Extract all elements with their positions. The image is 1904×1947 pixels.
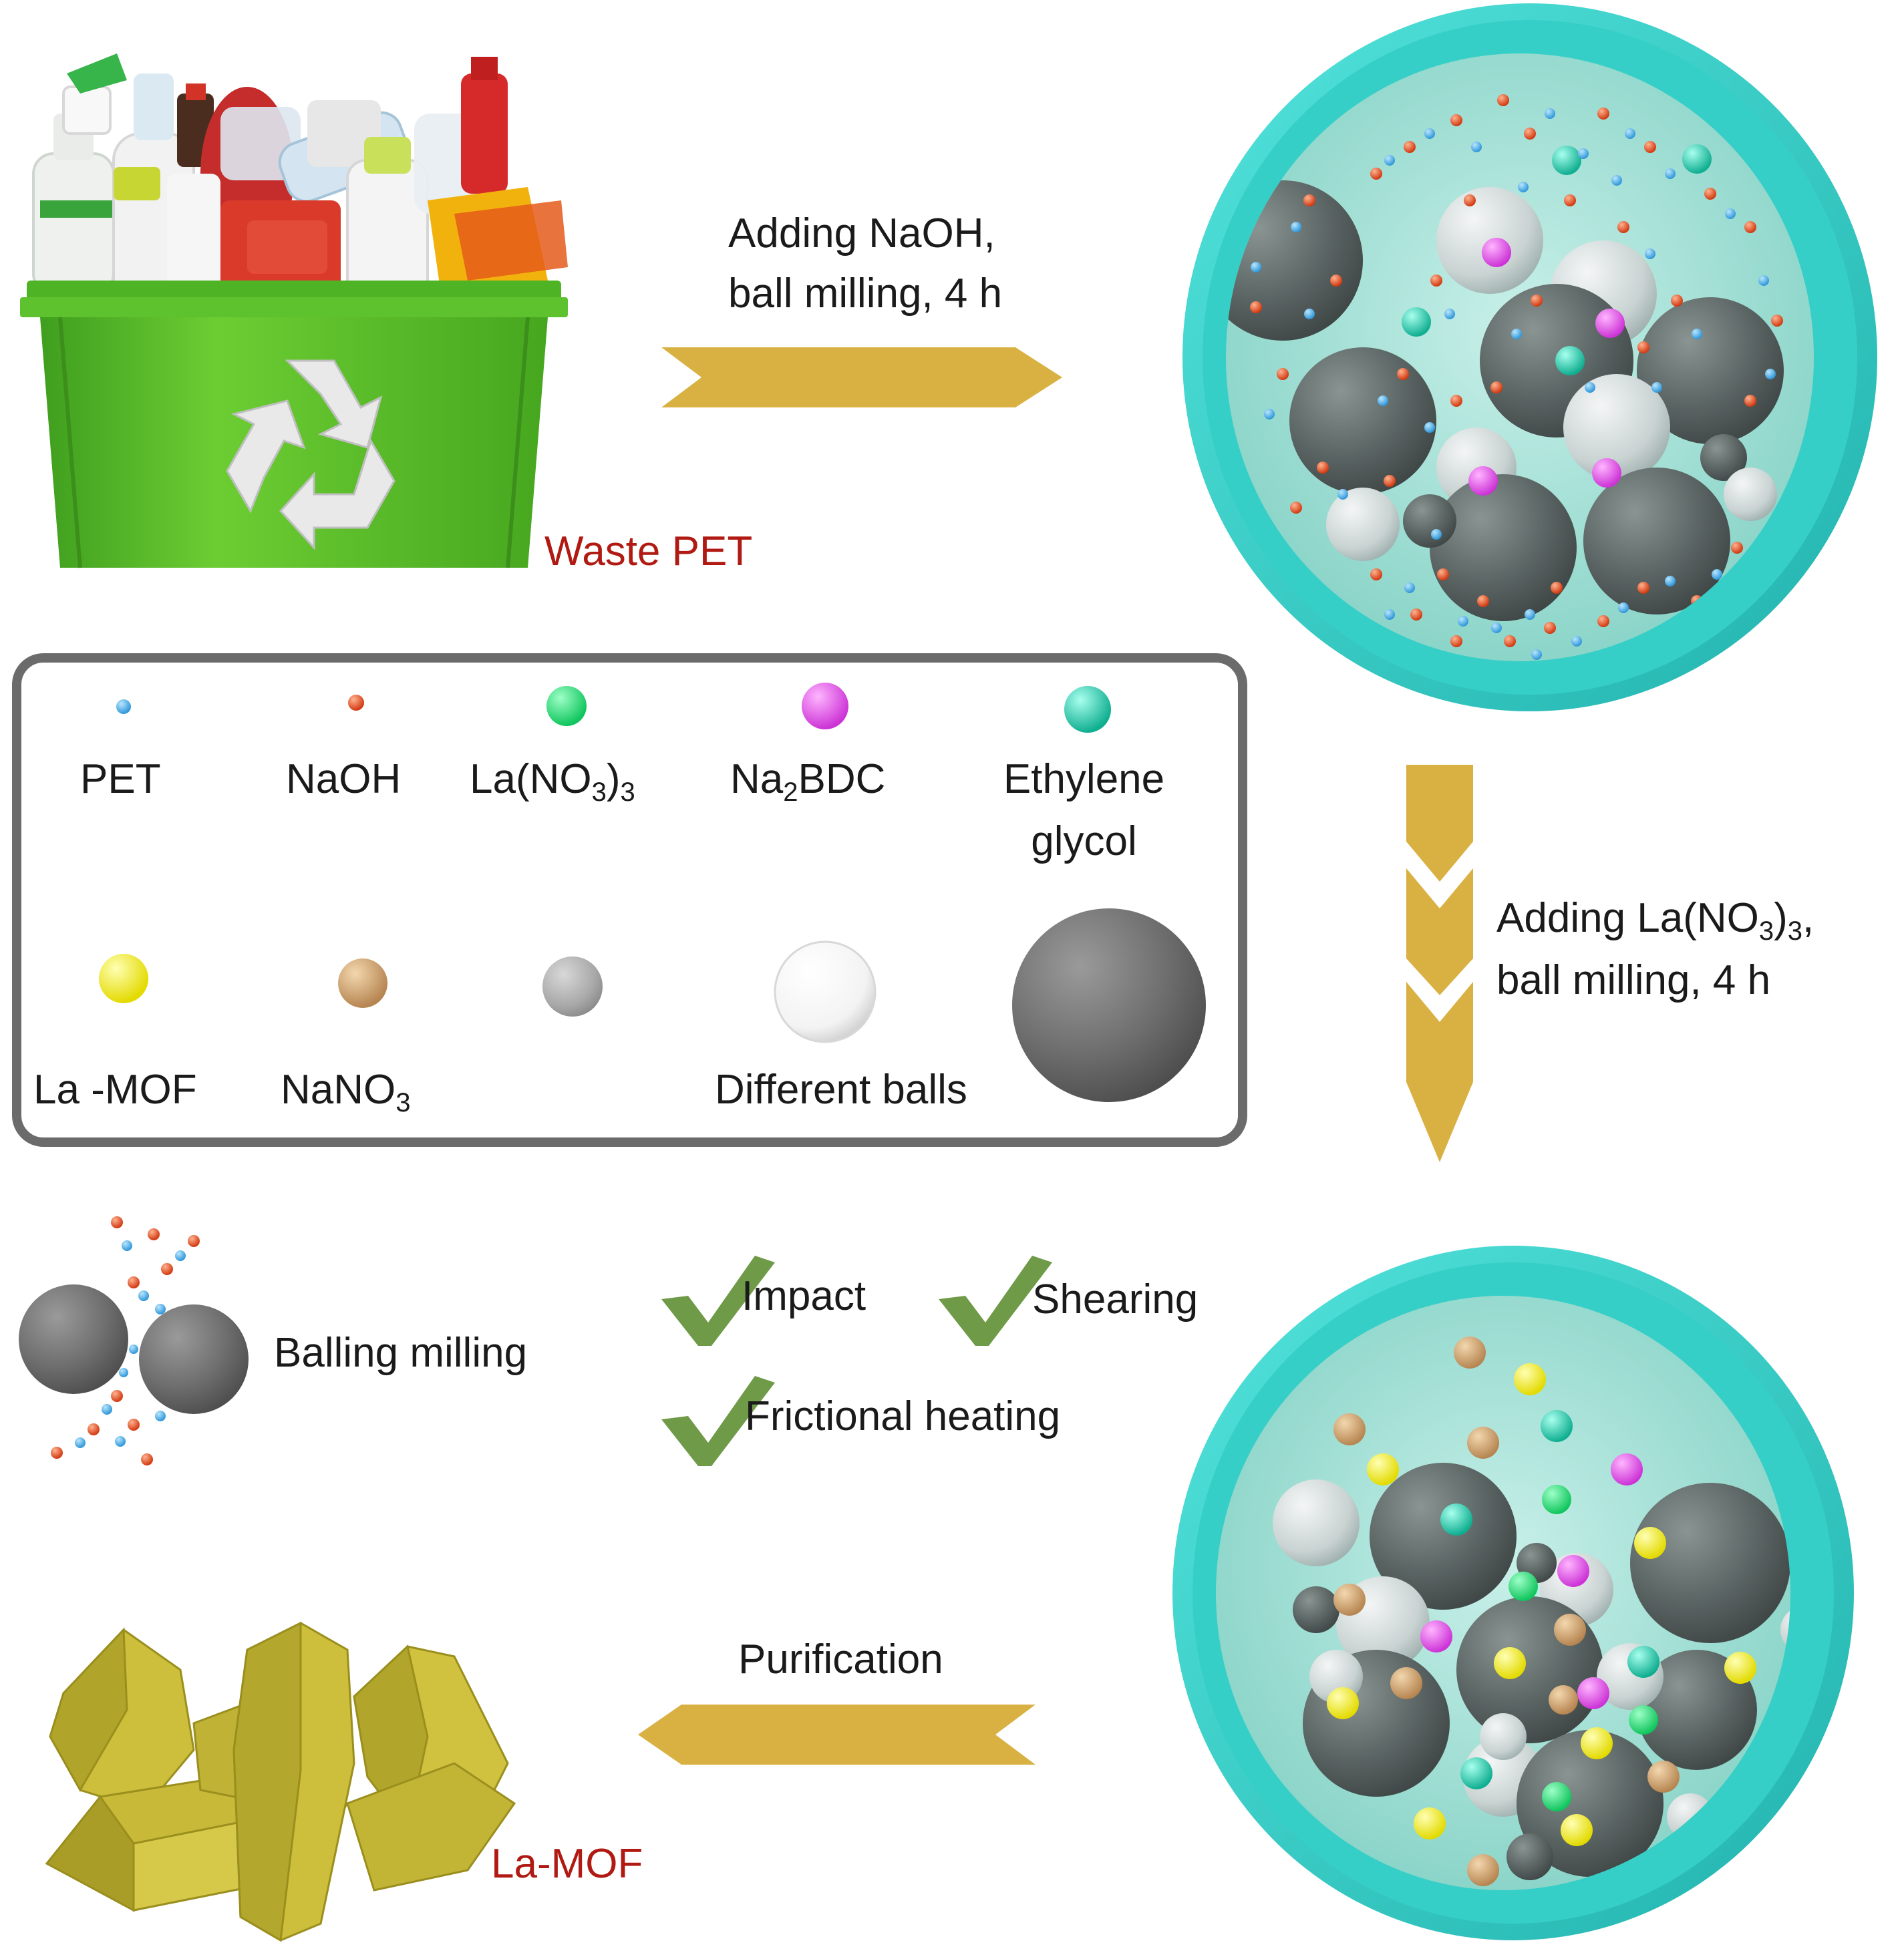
- legend-ethylene-glycol-label: Ethylene glycol: [995, 748, 1172, 872]
- step2-line1-post: ): [1774, 895, 1788, 941]
- legend-la-nitrate-post: ): [606, 756, 621, 802]
- legend-large-ball: [1012, 908, 1206, 1102]
- legend-la-nitrate-sub2: 3: [620, 777, 635, 807]
- step2-line1-sub: 3: [1758, 916, 1774, 946]
- legend-small-ball: [542, 956, 603, 1017]
- legend-nano3-swatch: [338, 958, 387, 1008]
- legend-naoh-label: NaOH: [286, 756, 402, 802]
- legend-nano3-sub: 3: [395, 1088, 411, 1117]
- step1-line2: ball milling, 4 h: [728, 270, 1003, 317]
- legend-ethylene-glycol-line2: glycol: [1031, 818, 1137, 864]
- legend-pet-swatch: [116, 699, 131, 714]
- legend-na2bdc-label: Na2BDC: [730, 748, 885, 812]
- waste-pet-label: Waste PET: [544, 528, 753, 574]
- legend-medium-ball: [774, 940, 877, 1043]
- recycling-bin-illustration: [20, 53, 568, 568]
- legend-la-nitrate-pre: La(NO: [470, 756, 592, 802]
- balling-milling-label: Balling milling: [274, 1330, 528, 1376]
- impact-label: Impact: [742, 1273, 866, 1319]
- step2-arrow: [1406, 765, 1473, 1162]
- milling-jar-1: [1182, 3, 1877, 711]
- legend-pet-label: PET: [80, 756, 161, 802]
- recycle-icon: [226, 359, 395, 550]
- legend-nano3-pre: NaNO: [281, 1067, 396, 1113]
- step1-label: Adding NaOH, ball milling, 4 h: [728, 204, 1002, 324]
- step1-arrow: [661, 347, 1062, 407]
- legend-la-nitrate-label: La(NO3)3: [470, 748, 635, 812]
- shearing-label: Shearing: [1032, 1276, 1199, 1322]
- la-mof-crystals: [45, 1621, 516, 1942]
- check-icon-frictional-heating: [661, 1376, 775, 1466]
- step2-line1-sub2: 3: [1787, 916, 1803, 946]
- plastic-bottles: [32, 53, 568, 309]
- frictional-heating-label: Frictional heating: [745, 1393, 1061, 1439]
- legend-box: [12, 653, 1247, 1147]
- legend-ethylene-glycol-swatch: [1064, 686, 1111, 733]
- step2-line1-pre: Adding La(NO: [1496, 895, 1759, 941]
- check-icon-impact: [661, 1256, 775, 1346]
- legend-la-mof-label: La -MOF: [33, 1067, 197, 1113]
- milling-jar-2: [1172, 1246, 1854, 1940]
- legend-na2bdc-pre: Na: [730, 756, 784, 802]
- legend-na2bdc-sub: 2: [783, 777, 798, 807]
- pet-naoh-particles: [1250, 94, 1783, 660]
- legend-ethylene-glycol-line1: Ethylene: [1003, 756, 1165, 802]
- legend-different-balls-label: Different balls: [715, 1067, 967, 1113]
- step3-arrow: [638, 1705, 1036, 1765]
- la-mof-product-label: La-MOF: [491, 1841, 643, 1887]
- legend-na2bdc-swatch: [802, 683, 848, 729]
- step2-label: Adding La(NO3)3, ball milling, 4 h: [1496, 888, 1814, 1011]
- legend-nano3-label: NaNO3: [281, 1059, 411, 1123]
- legend-naoh-swatch: [348, 695, 364, 711]
- step1-line1: Adding NaOH,: [728, 210, 995, 256]
- step2-line1: Adding La(NO3)3,: [1496, 888, 1814, 950]
- legend-na2bdc-post: BDC: [798, 756, 886, 802]
- legend-la-nitrate-sub: 3: [591, 777, 607, 807]
- step2-line1-end: ,: [1802, 895, 1814, 941]
- check-icon-shearing: [939, 1256, 1052, 1346]
- legend-la-mof-swatch: [99, 954, 148, 1003]
- ball-milling-mechanism: [19, 1216, 249, 1465]
- step2-line2: ball milling, 4 h: [1496, 957, 1771, 1003]
- legend-la-nitrate-swatch: [546, 686, 587, 726]
- step3-label: Purification: [738, 1636, 943, 1683]
